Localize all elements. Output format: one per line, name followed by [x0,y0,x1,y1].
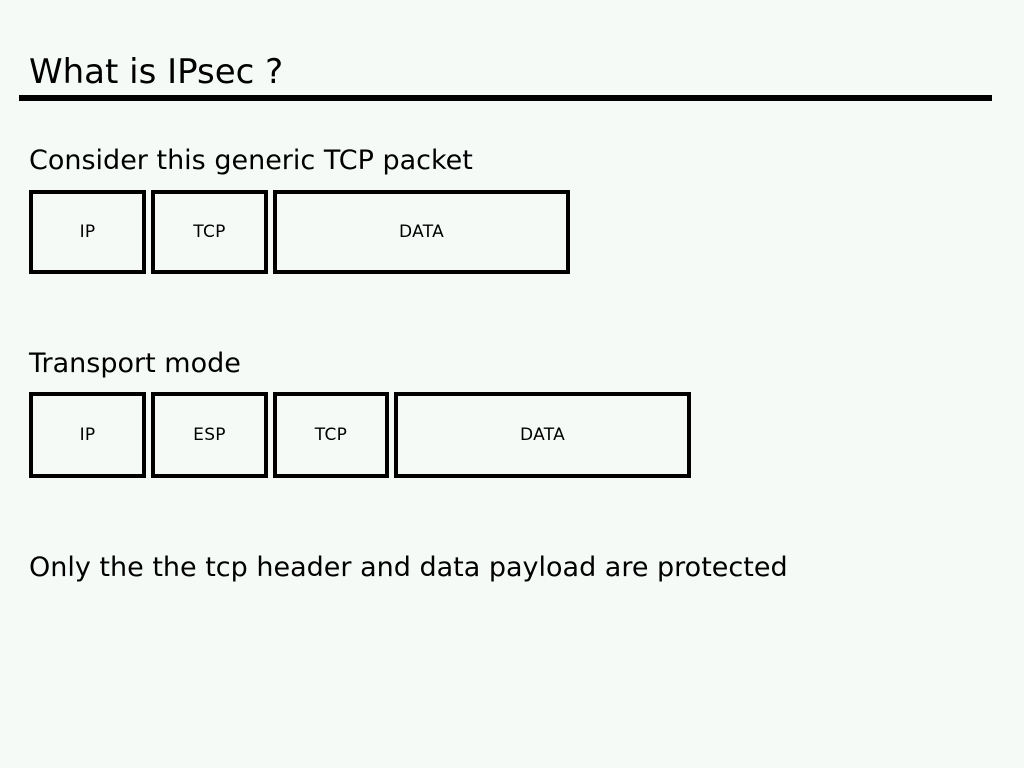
packet-diagram-generic: IP TCP DATA [29,190,570,274]
packet-field-data: DATA [273,190,570,274]
packet-field-label: ESP [193,425,226,445]
packet-field-tcp: TCP [273,392,389,478]
section-heading-generic-packet: Consider this generic TCP packet [29,145,473,176]
packet-field-label: TCP [314,425,348,445]
section-heading-transport-mode: Transport mode [29,348,241,379]
transport-mode-caption: Only the the tcp header and data payload… [29,552,788,583]
packet-diagram-transport-mode: IP ESP TCP DATA [29,392,691,478]
page-title: What is IPsec ? [29,52,284,92]
packet-field-label: TCP [193,222,226,242]
packet-field-label: DATA [520,425,565,445]
packet-field-ip: IP [29,392,146,478]
packet-field-esp: ESP [151,392,268,478]
packet-field-tcp: TCP [151,190,268,274]
packet-field-data: DATA [394,392,691,478]
packet-field-label: DATA [399,222,444,242]
title-underline-rule [19,95,992,101]
packet-field-label: IP [79,222,96,242]
packet-field-label: IP [79,425,96,445]
packet-field-ip: IP [29,190,146,274]
